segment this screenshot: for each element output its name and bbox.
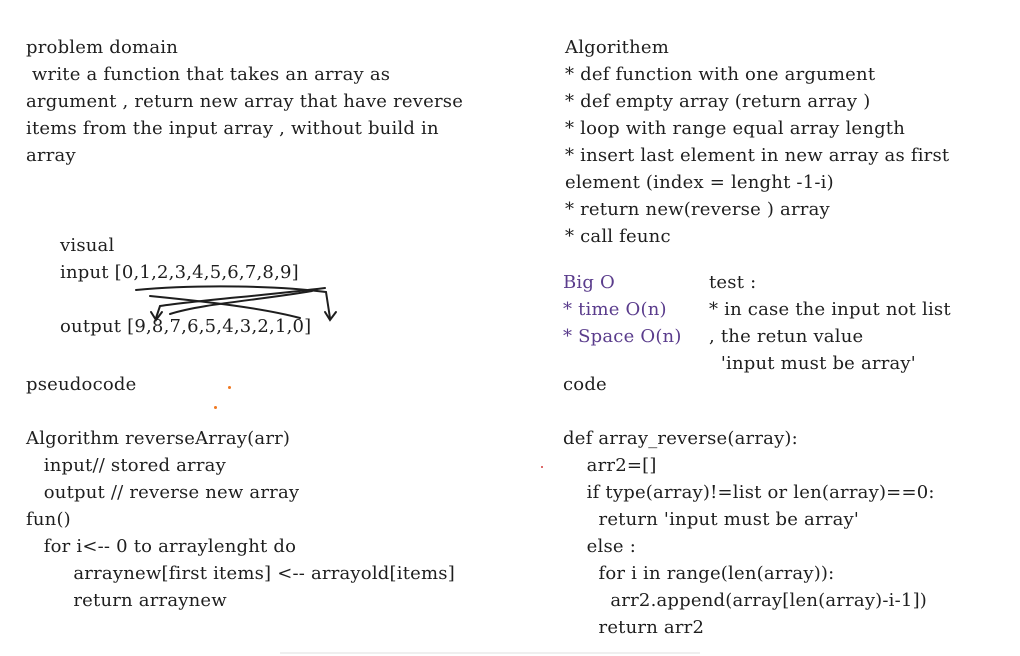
- code-line: return arr2: [563, 617, 705, 638]
- test-line: 'input must be array': [709, 353, 916, 374]
- code-line: arr2=[]: [563, 455, 657, 476]
- algorithm-line: * call feunc: [565, 226, 671, 247]
- pseudo-line: Algorithm reverseArray(arr): [26, 428, 291, 449]
- test-line: * in case the input not list: [709, 299, 951, 320]
- pseudo-line: input// stored array: [26, 455, 226, 476]
- problem-domain-title: problem domain: [26, 37, 178, 58]
- code-line: def array_reverse(array):: [563, 428, 798, 449]
- stray-dot: [228, 386, 231, 389]
- pseudo-line: return arraynew: [26, 590, 227, 611]
- code-line: for i in range(len(array)):: [563, 563, 835, 584]
- code-line: arr2.append(array[len(array)-i-1]): [563, 590, 928, 611]
- time-complexity: * time O(n): [563, 299, 667, 320]
- algorithm-line: * insert last element in new array as fi…: [565, 145, 950, 166]
- output-array-line: output [9,8,7,6,5,4,3,2,1,0]: [60, 316, 312, 337]
- code-line: return 'input must be array': [563, 509, 860, 530]
- arrow-first-to-last: [135, 285, 331, 319]
- algorithm-line: * loop with range equal array length: [565, 118, 906, 139]
- code-line: else :: [563, 536, 636, 557]
- problem-line: array: [26, 145, 76, 166]
- big-o-title: Big O: [563, 272, 615, 293]
- code-line: if type(array)!=list or len(array)==0:: [563, 482, 935, 503]
- pseudo-line: arraynew[first items] <-- arrayold[items…: [26, 563, 455, 584]
- arrow-head: [324, 311, 337, 322]
- stray-dot: [214, 406, 217, 409]
- algorithm-line: * return new(reverse ) array: [565, 199, 830, 220]
- input-array-line: input [0,1,2,3,4,5,6,7,8,9]: [60, 262, 299, 283]
- algorithm-line: * def empty array (return array ): [565, 91, 871, 112]
- problem-line: items from the input array , without bui…: [26, 118, 439, 139]
- pseudo-line: output // reverse new array: [26, 482, 300, 503]
- pseudo-line: for i<-- 0 to arraylenght do: [26, 536, 297, 557]
- problem-line: argument , return new array that have re…: [26, 91, 464, 112]
- problem-line: write a function that takes an array as: [26, 64, 391, 85]
- pseudocode-title: pseudocode: [26, 374, 137, 395]
- space-complexity: * Space O(n): [563, 326, 682, 347]
- algorithm-line: * def function with one argument: [565, 64, 876, 85]
- test-line: , the retun value: [709, 326, 864, 347]
- algorithm-line: element (index = lenght -1-i): [565, 172, 834, 193]
- bottom-divider: [280, 652, 700, 654]
- stray-dot: [541, 466, 543, 468]
- arrow-last-to-first: [155, 287, 326, 319]
- test-title: test :: [709, 272, 757, 293]
- pseudo-line: fun(): [26, 509, 71, 530]
- algorithm-title: Algorithem: [565, 37, 670, 58]
- arrow-head: [150, 311, 163, 322]
- code-title: code: [563, 374, 607, 395]
- visual-label: visual: [60, 235, 115, 256]
